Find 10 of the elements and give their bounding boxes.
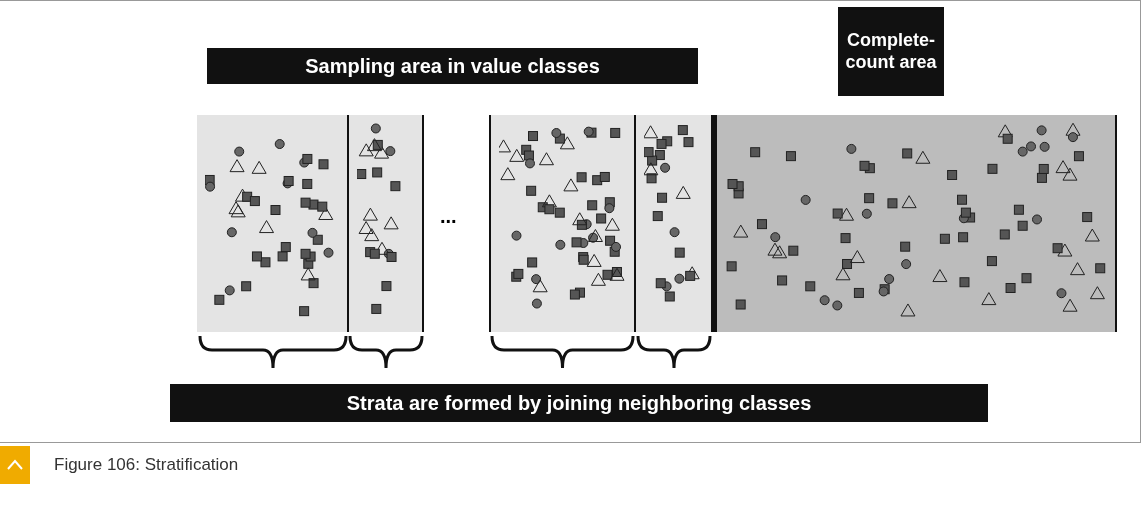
- header-banner: Sampling area in value classes: [207, 48, 698, 84]
- stratum-panel: [489, 115, 636, 332]
- header-banner: Complete-count area: [838, 7, 944, 96]
- stratum-panel: [713, 115, 1117, 332]
- footer-banner: Strata are formed by joining neighboring classes: [170, 384, 988, 422]
- stratum-panel: [197, 115, 349, 332]
- stratum-panel: [349, 115, 424, 332]
- ellipsis-text: ...: [440, 205, 457, 228]
- stratum-panel: [636, 115, 713, 332]
- figure-caption: Figure 106: Stratification: [54, 455, 239, 475]
